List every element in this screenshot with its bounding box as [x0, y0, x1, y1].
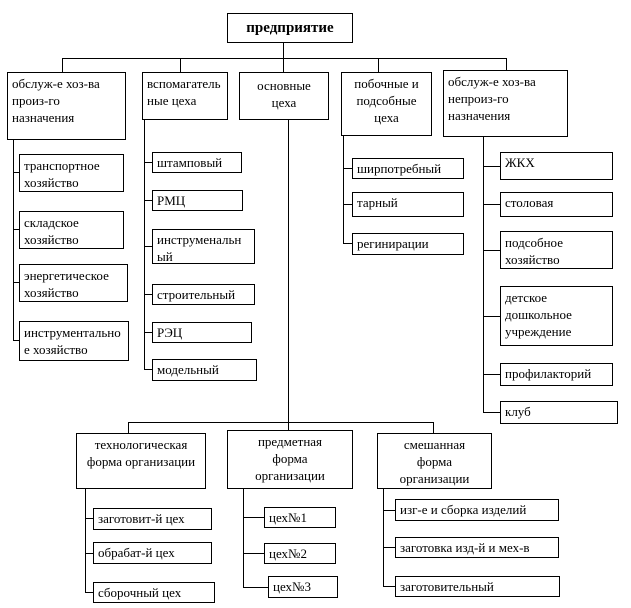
connector-form0-stub: [128, 422, 129, 433]
connector-branch4-stub: [506, 58, 507, 70]
node-technological-form: технологическая форма организации: [76, 433, 206, 489]
connector-branch1-spine: [144, 120, 145, 370]
connector-branch1-tick: [144, 162, 152, 163]
node-kindergarten: детское дошкольное учреждение: [500, 286, 613, 346]
connector-branch0-tick: [13, 340, 19, 341]
connector-level1-bus: [62, 58, 507, 59]
connector-form2-tick: [383, 586, 395, 587]
node-health-center: профилакторий: [500, 363, 613, 386]
node-canteen: столовая: [500, 192, 613, 217]
connector-form2-tick: [383, 547, 395, 548]
node-rec-shop: РЭЦ: [152, 322, 252, 343]
node-construction-shop: строительный: [152, 284, 255, 305]
connector-branch4-tick: [483, 412, 500, 413]
connector-root-drop: [283, 43, 284, 58]
node-tool-facility: инструментальное хозяйство: [19, 321, 129, 361]
node-stamping-shop: штамповый: [152, 152, 242, 173]
node-processing-shop: обрабат-й цех: [93, 542, 212, 564]
connector-branch1-tick: [144, 369, 152, 370]
node-zhkh: ЖКХ: [500, 152, 613, 180]
connector-form1-spine: [243, 489, 244, 587]
connector-form1-tick: [243, 553, 264, 554]
node-blank-products-mechanisms: заготовка изд-й и мех-в: [395, 537, 559, 558]
node-energy-facility: энергетическое хозяйство: [19, 264, 128, 302]
connector-branch3-tick: [343, 243, 352, 244]
node-regeneration-shop: регинирации: [352, 233, 464, 255]
node-branch-serving-nonproduction: обслуж-е хоз-ва непроиз-го назначения: [443, 70, 568, 137]
node-subsidiary-facility: подсобное хозяйство: [500, 231, 613, 269]
node-shop-no1: цех№1: [264, 507, 336, 528]
node-enterprise: предприятие: [227, 13, 353, 43]
connector-branch0-tick: [13, 229, 19, 230]
connector-branch3-tick: [343, 168, 352, 169]
connector-form0-tick: [85, 592, 93, 593]
connector-branch1-stub: [180, 58, 181, 72]
node-subject-form: предметная форма организации: [227, 430, 353, 489]
connector-form1-tick: [243, 517, 264, 518]
connector-branch1-tick: [144, 294, 152, 295]
connector-branch3-stub: [378, 58, 379, 73]
connector-branch4-tick: [483, 250, 500, 251]
connector-branch1-tick: [144, 246, 152, 247]
node-manufacture-assembly: изг-е и сборка изделий: [395, 499, 559, 521]
connector-branch4-spine: [483, 136, 484, 413]
connector-branch4-tick: [483, 204, 500, 205]
connector-branch0-tick: [13, 282, 19, 283]
connector-branch3-tick: [343, 204, 352, 205]
connector-branch1-tick: [144, 332, 152, 333]
connector-form0-tick: [85, 518, 93, 519]
node-assembly-shop: сборочный цех: [93, 582, 215, 603]
node-rmc-shop: РМЦ: [152, 190, 243, 211]
node-branch-serving-production: обслуж-е хоз-ва произ-го назначения: [7, 72, 126, 140]
node-blanking-shop: заготовит-й цех: [93, 508, 212, 530]
connector-form0-spine: [85, 489, 86, 593]
connector-form1-tick: [243, 587, 268, 588]
node-shop-no3: цех№3: [268, 576, 338, 598]
node-consumer-goods-shop: ширпотребный: [352, 158, 464, 179]
node-transport-facility: транспортное хозяйство: [19, 154, 124, 192]
connector-branch3-spine: [343, 136, 344, 244]
node-container-shop: тарный: [352, 192, 464, 217]
connector-form0-tick: [85, 553, 93, 554]
node-model-shop: модельный: [152, 359, 257, 381]
connector-form2-tick: [383, 510, 395, 511]
node-blanking: заготовительный: [395, 576, 560, 597]
connector-form2-spine: [383, 489, 384, 586]
connector-branch0-tick: [13, 172, 19, 173]
connector-branch4-tick: [483, 374, 500, 375]
connector-branch2-stub: [283, 58, 284, 72]
node-club: клуб: [500, 401, 618, 424]
node-shop-no2: цех№2: [264, 543, 336, 564]
connector-branch0-spine: [13, 140, 14, 341]
connector-branch1-tick: [144, 200, 152, 201]
node-mixed-form: смешанная форма организации: [377, 433, 492, 489]
node-branch-auxiliary-shops: вспомагательные цеха: [142, 72, 228, 120]
connector-main-shops-drop: [288, 120, 289, 430]
connector-branch4-tick: [483, 166, 500, 167]
connector-branch0-stub: [62, 58, 63, 72]
connector-branch4-tick: [483, 316, 500, 317]
node-tool-shop: инструменальный: [152, 229, 255, 264]
node-warehouse-facility: складское хозяйство: [19, 211, 124, 249]
connector-form2-stub: [433, 422, 434, 433]
node-branch-side-shops: побочные и подсобные цеха: [341, 72, 432, 136]
node-branch-main-shops: основные цеха: [239, 72, 329, 120]
connector-forms-bus: [128, 422, 434, 423]
